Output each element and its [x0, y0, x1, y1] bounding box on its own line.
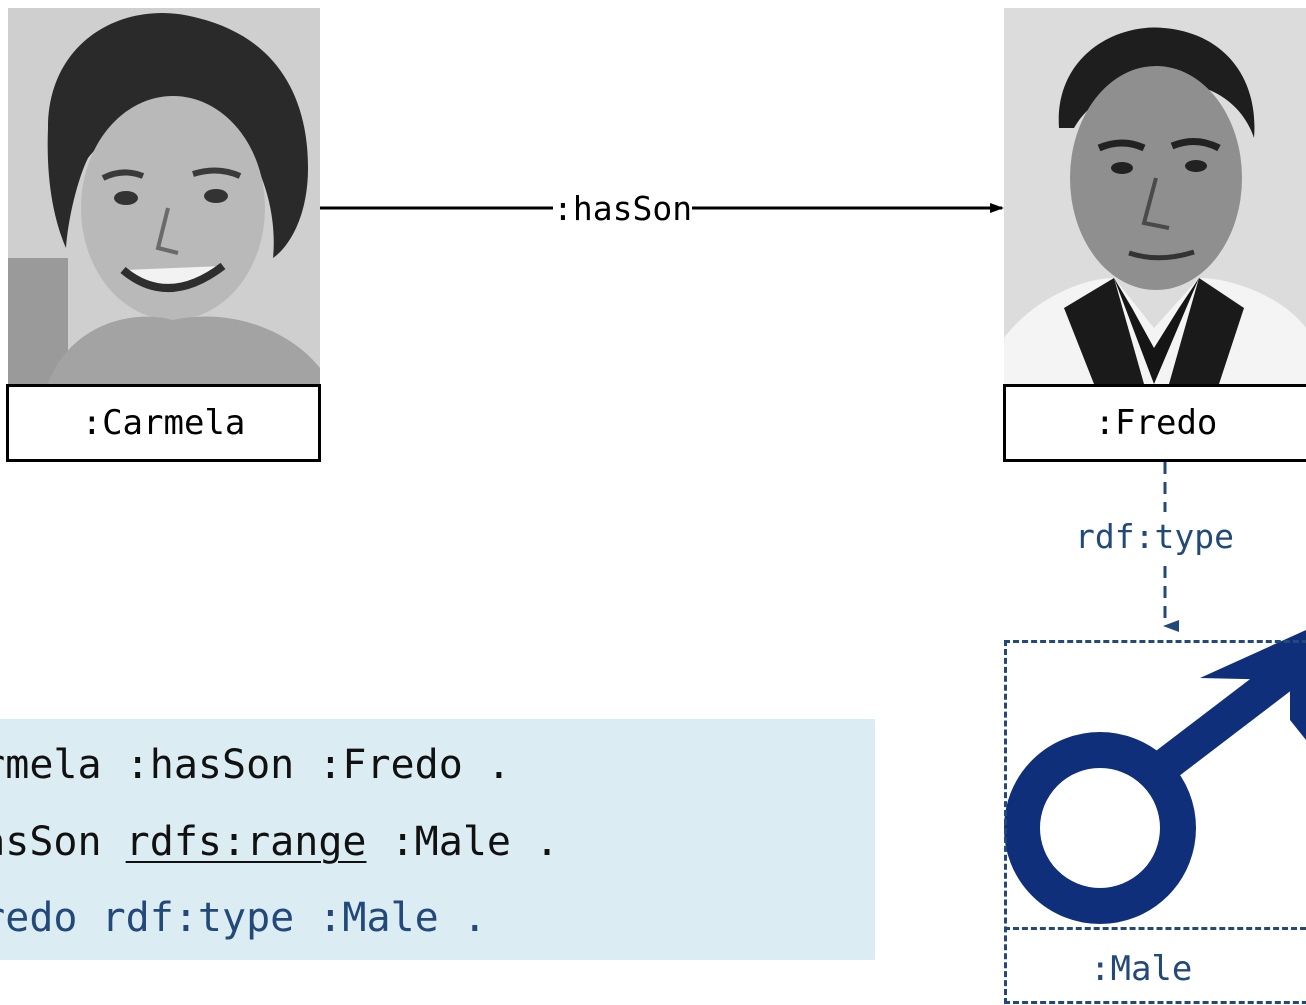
code-line-inferred: :Fredo rdf:type :Male . — [0, 895, 487, 941]
carmela-node-label: :Carmela — [6, 384, 321, 462]
code-line-triple: Carmela :hasSon :Fredo . — [0, 742, 511, 788]
carmela-photo — [8, 8, 320, 384]
male-class-box — [1004, 640, 1306, 1004]
code-range-suffix: :Male . — [366, 819, 560, 865]
turtle-code-block: Carmela :hasSon :Fredo . :hasSon rdfs:ra… — [0, 719, 875, 960]
code-line-range: :hasSon rdfs:range :Male . — [0, 818, 559, 866]
fredo-photo — [1004, 8, 1306, 384]
code-range-keyword: rdfs:range — [125, 819, 367, 865]
code-range-prefix: :hasSon — [0, 819, 102, 865]
male-class-divider — [1004, 927, 1306, 930]
has-son-label: :hasSon — [553, 189, 693, 229]
male-node-label: :Male — [1090, 949, 1193, 989]
fredo-node-label: :Fredo — [1003, 384, 1306, 462]
rdf-type-label: rdf:type — [1075, 517, 1234, 557]
